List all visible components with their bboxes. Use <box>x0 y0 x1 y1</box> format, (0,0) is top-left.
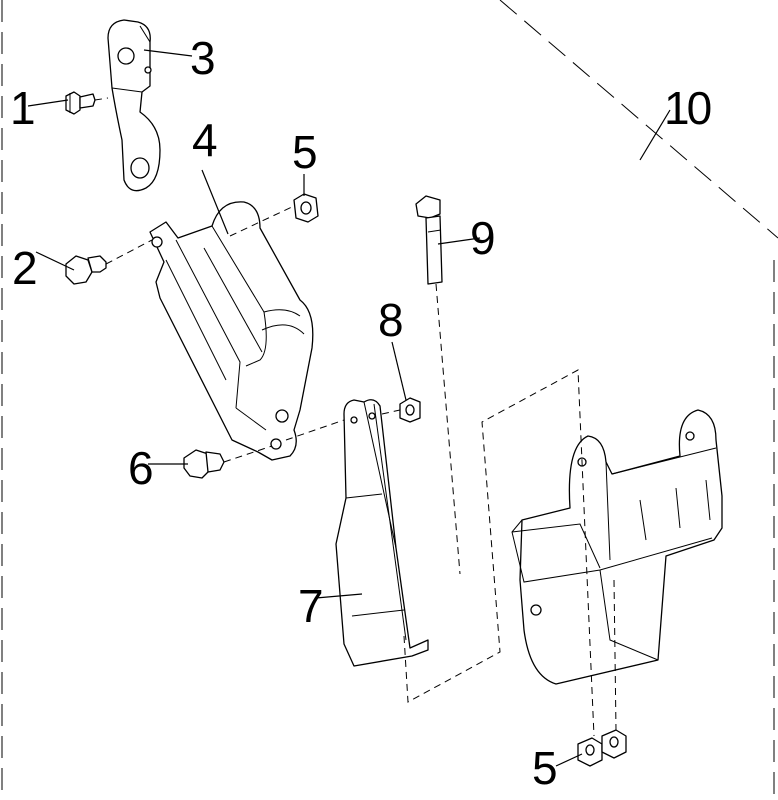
part-5-nut-upper <box>293 193 319 223</box>
part-9-long-bolt <box>415 195 443 285</box>
callout-2: 2 <box>12 242 36 294</box>
callout-5-lower: 5 <box>532 742 556 794</box>
part-6-flange-bolt <box>183 449 225 479</box>
part-7-mounting-plate <box>335 399 429 667</box>
callout-4: 4 <box>192 114 217 166</box>
leader-lines <box>27 49 671 767</box>
callout-1: 1 <box>10 82 34 134</box>
callout-5-upper: 5 <box>292 126 316 178</box>
part-2-flange-bolt <box>65 255 107 285</box>
part-10-bracket-assembly <box>511 409 723 685</box>
part-8-nut <box>399 397 421 423</box>
assembly-lines <box>94 97 617 737</box>
callout-6: 6 <box>128 442 152 494</box>
callout-10: 10 <box>664 82 711 134</box>
callout-labels: 1 2 3 4 5 6 7 8 9 10 5 <box>10 32 714 794</box>
callout-8: 8 <box>378 294 402 346</box>
part-4-actuator-housing <box>149 201 314 461</box>
callout-9: 9 <box>470 212 494 264</box>
part-5-nuts-lower <box>577 729 627 767</box>
callout-3: 3 <box>190 32 214 84</box>
part-1-small-bolt <box>65 91 96 115</box>
part-3-bracket-arm <box>107 19 161 192</box>
callout-7: 7 <box>298 580 322 632</box>
